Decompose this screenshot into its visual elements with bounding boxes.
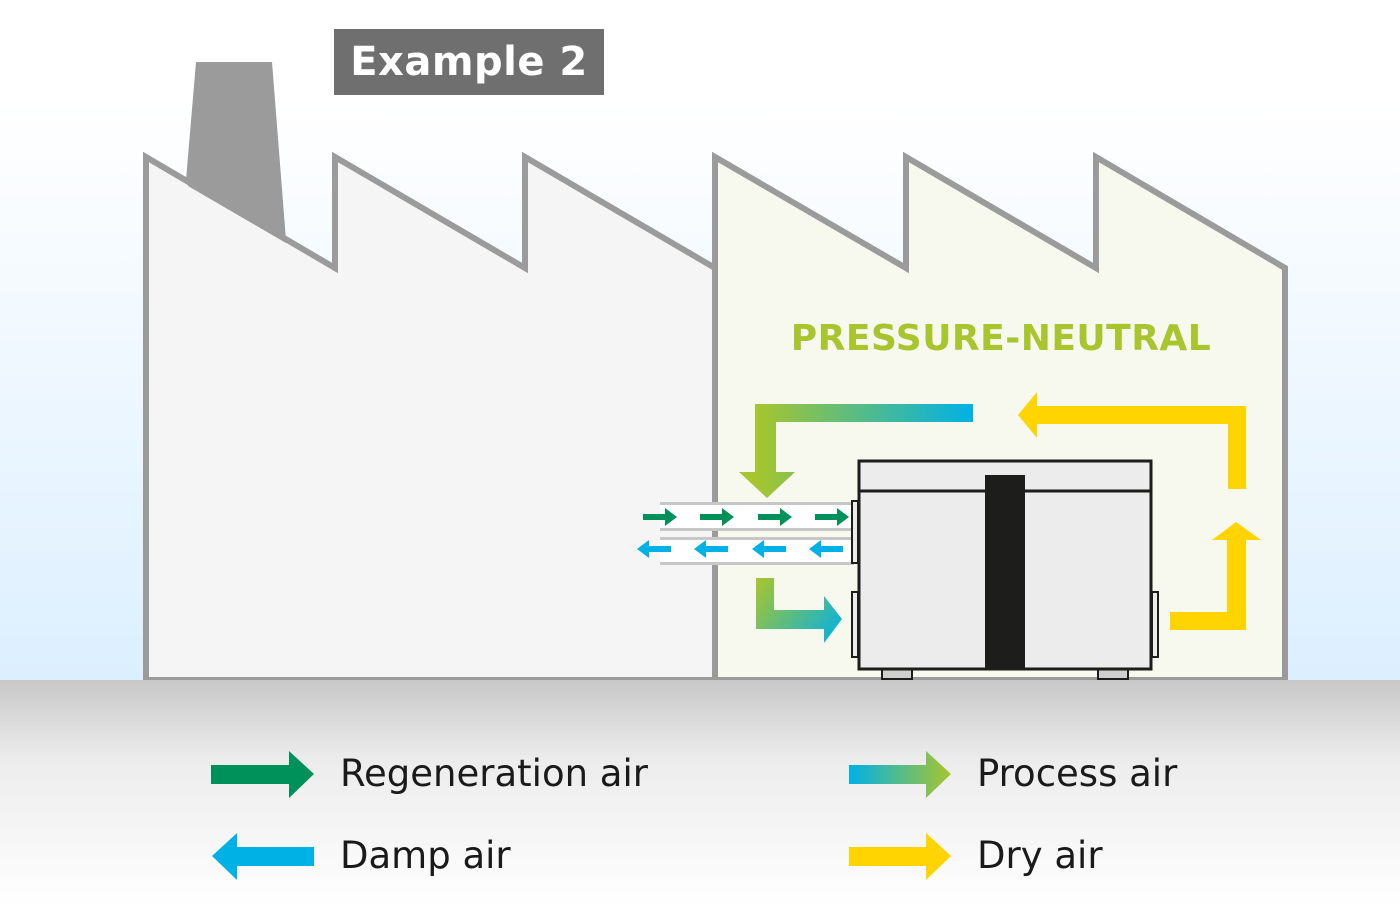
legend-icon-dry [849,833,951,880]
damp-air-arrows [637,540,843,558]
dehumidifier-unit [851,459,1159,680]
pressure-neutral-label: PRESSURE-NEUTRAL [790,318,1212,359]
building-left [143,151,718,683]
legend-icon-damp [212,833,314,880]
regeneration-arrow-icon [643,508,677,526]
damp-air-arrow-icon [637,540,671,558]
legend-icon-process [849,751,951,798]
dry-air-arrow-top [1018,392,1246,489]
regeneration-arrow-icon [815,508,849,526]
regeneration-arrow-icon [700,508,734,526]
regeneration-arrows [643,508,849,526]
example-title: Example 2 [334,29,604,95]
ground [0,680,1400,906]
process-air-arrow-bottom [756,578,842,643]
legend-label-regeneration: Regeneration air [340,752,648,795]
chimney-base [188,182,286,243]
legend-label-process: Process air [977,752,1178,795]
damp-air-arrow-icon [694,540,728,558]
unit-center-panel [985,475,1025,669]
damp-air-arrow-icon [809,540,843,558]
legend-label-dry: Dry air [977,834,1103,877]
chimney [186,62,286,240]
dry-air-arrow-bottom [1170,522,1261,630]
legend-icon-regeneration [211,751,314,798]
regeneration-arrow-icon [758,508,792,526]
damp-air-arrow-icon [752,540,786,558]
process-air-arrow-top [739,404,973,498]
legend-label-damp: Damp air [340,834,511,877]
